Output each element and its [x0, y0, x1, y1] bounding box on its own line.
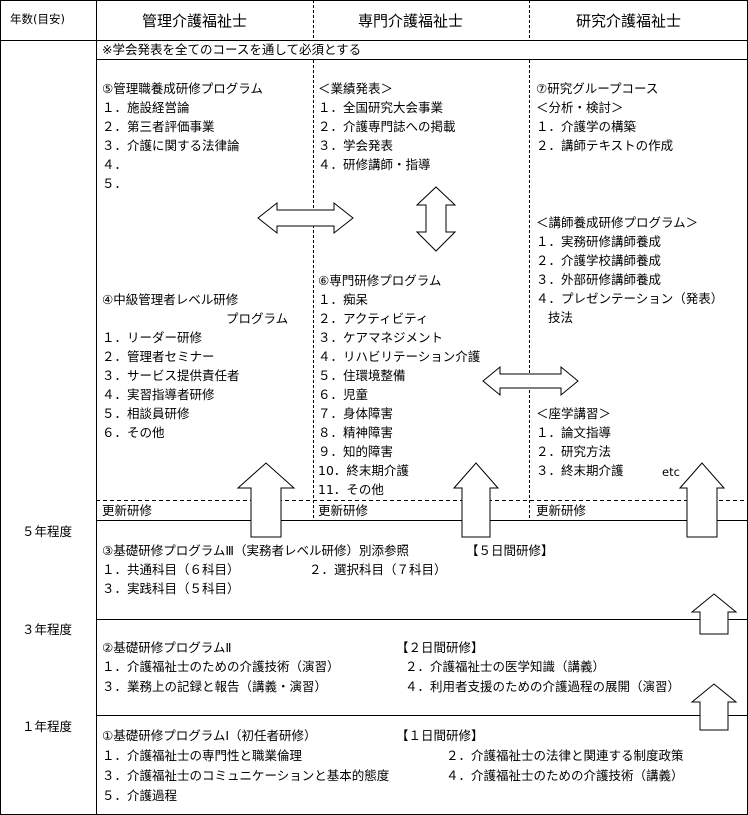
list-item: ４．プレゼンテーション（発表）: [536, 291, 724, 306]
up-arrow-3-to-5: [690, 593, 738, 635]
basic-program-3-days: 【５日間研修】: [466, 543, 554, 558]
column-header-specialist: 専門介護福祉士: [358, 12, 464, 30]
list-item: ３．ケアマネジメント: [318, 330, 444, 345]
list-item: １．介護福祉士のための介護技術（演習）: [102, 659, 340, 674]
list-item: ３．サービス提供責任者: [102, 368, 240, 383]
list-item: ３．外部研修講師養成: [536, 272, 662, 287]
management-program-5: ⑤管理職養成研修プログラム １．施設経営論 ２．第三者評価事業 ３．介護に関する…: [102, 79, 263, 193]
list-item: ５．相談員研修: [102, 406, 190, 421]
list-item: ５．介護過程: [102, 788, 178, 803]
list-item: ３．業務上の記録と報告（講義・演習）: [102, 679, 328, 694]
double-arrow-horizontal-1: [257, 201, 354, 235]
year-label-1: １年程度: [22, 719, 73, 734]
year-label-5: ５年程度: [22, 524, 73, 539]
basic-program-3-title: ③基礎研修プログラムⅢ（実務者レベル研修）別添参照: [102, 543, 409, 558]
list-item: ３．介護福祉士のコミュニケーションと基本的態度: [102, 768, 390, 783]
section-title: ＜座学講習＞: [536, 406, 612, 421]
list-item: ３．介護に関する法律論: [102, 138, 240, 153]
basic-program-2-days: 【２日間研修】: [396, 640, 484, 655]
etc-note: etc: [662, 465, 680, 479]
program-title-cont: プログラム: [226, 311, 289, 326]
section-title: ＜講師養成研修プログラム＞: [536, 215, 699, 230]
mid-manager-program-4: ④中級管理者レベル研修 プログラム １．リーダー研修 ２．管理者セミナー ３．サ…: [102, 290, 288, 442]
list-item: ７．身体障害: [318, 406, 394, 421]
renewal-label-col2: 更新研修: [318, 503, 369, 518]
list-item: ３．終末期介護: [536, 463, 624, 478]
classroom-seminar: ＜座学講習＞ １．論文指導 ２．研究方法 ３．終末期介護: [536, 404, 624, 480]
list-item: １．論文指導: [536, 425, 612, 440]
year-label-3: ３年程度: [22, 622, 73, 637]
program-title: ⑥専門研修プログラム: [318, 273, 442, 288]
up-arrow-col1: [236, 462, 296, 538]
list-item: ４．研修講師・指導: [318, 157, 431, 172]
renewal-label-col3: 更新研修: [536, 503, 587, 518]
up-arrow-1-to-3: [690, 683, 738, 731]
basic-program-1-days: 【１日間研修】: [396, 728, 484, 743]
list-item: ２．管理者セミナー: [102, 349, 215, 364]
list-item: ４．: [102, 157, 128, 172]
list-item: ３．実践科目（５科目）: [102, 581, 240, 596]
year-column-header: 年数(目安): [10, 12, 65, 26]
double-arrow-vertical: [415, 186, 457, 252]
list-item: ８．精神障害: [318, 425, 394, 440]
column-header-management: 管理介護福祉士: [142, 12, 248, 30]
lecturer-training-program: ＜講師養成研修プログラム＞ １．実務研修講師養成 ２．介護学校講師養成 ３．外部…: [536, 213, 723, 327]
list-item: １．実務研修講師養成: [536, 234, 662, 249]
list-item: ２．介護福祉士の法律と関連する制度政策: [446, 748, 684, 763]
list-item: １．リーダー研修: [102, 330, 203, 345]
list-item: ２．介護学校講師養成: [536, 253, 662, 268]
list-item: 11．その他: [318, 482, 384, 497]
program-title: ④中級管理者レベル研修: [102, 292, 239, 307]
list-item: ９．知的障害: [318, 444, 394, 459]
list-item: ４．介護福祉士のための介護技術（講義）: [446, 768, 684, 783]
column-header-research: 研究介護福祉士: [576, 12, 682, 30]
list-item: １．痴呆: [318, 292, 369, 307]
list-item: ５．: [102, 176, 128, 191]
basic-program-1-title: ①基礎研修プログラムⅠ（初任者研修）: [102, 728, 317, 743]
up-arrow-col3: [678, 462, 726, 538]
research-group-course-7: ⑦研究グループコース ＜分析・検討＞ １．介護学の構築 ２．講師テキストの作成: [536, 79, 673, 155]
program-title: ⑤管理職養成研修プログラム: [102, 81, 263, 96]
list-item: 10．終末期介護: [318, 463, 409, 478]
list-item: １．全国研究大会事業: [318, 100, 444, 115]
specialist-program-6: ⑥専門研修プログラム １．痴呆 ２．アクティビティ ３．ケアマネジメント ４．リ…: [318, 271, 480, 499]
list-item: ２．選択科目（７科目）: [309, 562, 447, 577]
list-item: ６．児童: [318, 387, 369, 402]
list-item: ２．講師テキストの作成: [536, 138, 674, 153]
list-item: ２．第三者評価事業: [102, 119, 215, 134]
basic-program-2-title: ②基礎研修プログラムⅡ: [102, 640, 232, 655]
list-item: ４．実習指導者研修: [102, 387, 215, 402]
list-item: ６．その他: [102, 425, 165, 440]
list-item: ４．リハビリテーション介護: [318, 349, 481, 364]
list-item: ２．介護専門誌への掲載: [318, 119, 456, 134]
list-item: ２．研究方法: [536, 444, 612, 459]
list-item: １．施設経営論: [102, 100, 190, 115]
list-item: ４．利用者支援のための介護過程の展開（演習）: [405, 679, 681, 694]
program-title: ⑦研究グループコース: [536, 81, 659, 96]
list-item: ２．介護福祉士の医学知識（講義）: [405, 659, 606, 674]
list-item: １．介護福祉士の専門性と職業倫理: [102, 748, 303, 763]
section-title: ＜業績発表＞: [318, 81, 394, 96]
program-subtitle: ＜分析・検討＞: [536, 100, 624, 115]
double-arrow-horizontal-2: [482, 365, 579, 397]
list-item-cont: 技法: [548, 310, 574, 325]
list-item: ２．アクティビティ: [318, 311, 429, 326]
requirement-note: ※学会発表を全てのコースを通して必須とする: [102, 42, 362, 57]
list-item: ５．住環境整備: [318, 368, 406, 383]
achievement-presentation: ＜業績発表＞ １．全国研究大会事業 ２．介護専門誌への掲載 ３．学会発表 ４．研…: [318, 79, 456, 174]
list-item: １．共通科目（６科目）: [102, 562, 240, 577]
list-item: １．介護学の構築: [536, 119, 637, 134]
up-arrow-col2: [452, 462, 500, 538]
renewal-label-col1: 更新研修: [102, 503, 153, 518]
list-item: ３．学会発表: [318, 138, 394, 153]
